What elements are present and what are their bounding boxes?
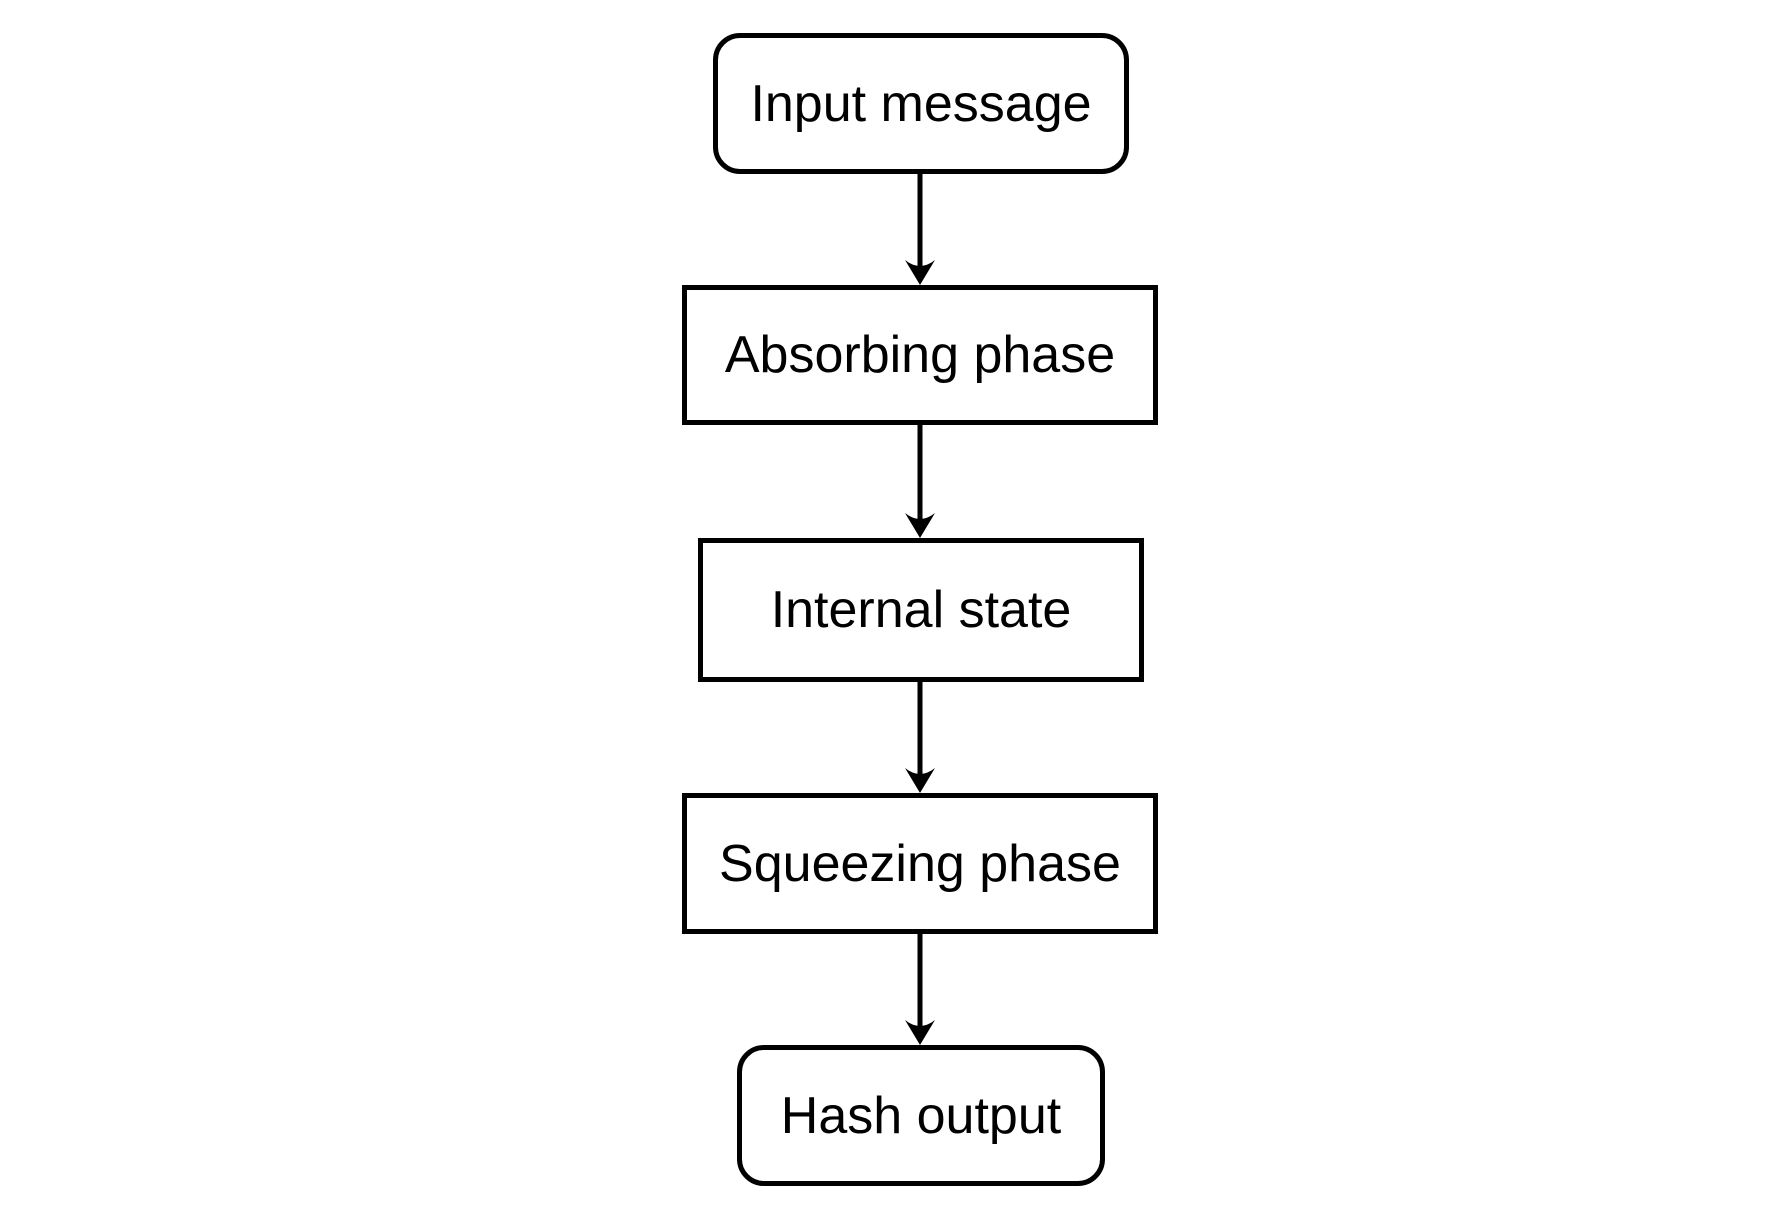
node-label: Squeezing phase: [719, 834, 1121, 893]
flow-arrow-2: [905, 425, 935, 538]
node-absorbing-phase: Absorbing phase: [682, 285, 1158, 425]
node-squeezing-phase: Squeezing phase: [682, 793, 1158, 934]
flow-arrow-3: [905, 682, 935, 793]
node-label: Hash output: [780, 1086, 1062, 1145]
node-label: Internal state: [770, 581, 1072, 639]
node-label: Input message: [750, 74, 1092, 133]
node-label: Absorbing phase: [724, 326, 1116, 384]
node-input-message: Input message: [713, 33, 1129, 174]
flow-arrow-4: [905, 934, 935, 1045]
node-internal-state: Internal state: [698, 538, 1144, 682]
flow-arrow-1: [905, 174, 935, 285]
node-hash-output: Hash output: [737, 1045, 1105, 1186]
